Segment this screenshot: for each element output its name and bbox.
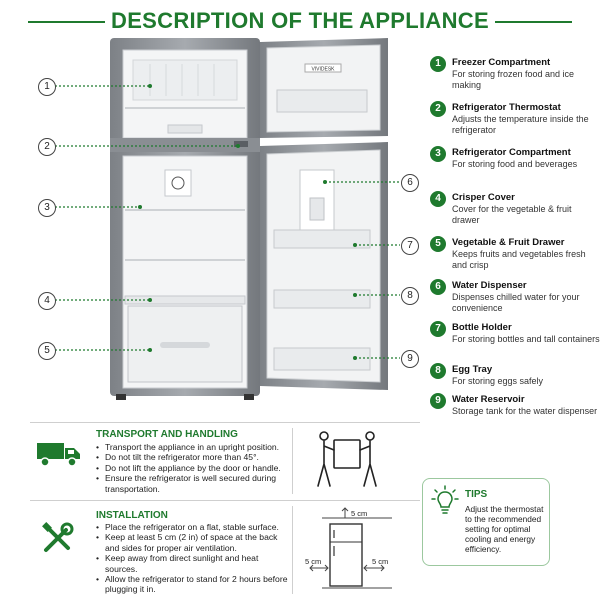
thermostat-dial [171,176,185,190]
installation-bullets: Place the refrigerator on a flat, stable… [96,522,288,595]
installation-bullet: Allow the refrigerator to stand for 2 ho… [96,574,288,595]
legend-number: 9 [430,393,446,409]
installation-bullet: Place the refrigerator on a flat, stable… [96,522,288,533]
clearance-left-label: 5 cm [305,557,322,566]
title-bar: DESCRIPTION OF THE APPLIANCE [0,8,600,34]
legend-title: Bottle Holder [452,322,512,333]
legend-description: For storing eggs safely [452,376,544,386]
transport-bullets: Transport the appliance in an upright po… [96,442,286,494]
callout-7: 7 [401,237,419,255]
refrigerator-illustration: VIVIDESK [55,38,400,400]
installation-section-title: INSTALLATION [96,510,168,521]
compartment-separator [110,138,260,152]
legend-description: Keeps fruits and vegetables fresh and cr… [452,249,586,270]
refrigerator-door-liner [266,149,381,383]
installation-vertical-divider [292,506,293,594]
legend-description: Cover for the vegetable & fruit drawer [452,204,572,225]
tools-icon [42,522,74,552]
transport-section-title: TRANSPORT AND HANDLING [96,429,238,440]
transport-bullet: Ensure the refrigerator is well secured … [96,473,286,494]
installation-bullet: Keep away from direct sunlight and heat … [96,553,288,574]
callout-8: 8 [401,287,419,305]
legend-title: Freezer Compartment [452,57,551,68]
transport-bullet: Transport the appliance in an upright po… [96,442,286,453]
legend-description: Dispenses chilled water for your conveni… [452,292,580,313]
bottle-holder-shelf [273,229,371,249]
freezer-door-shelf [276,89,368,113]
tips-text: Adjust the thermostat to the recommended… [465,504,544,554]
legend-number: 6 [430,279,446,295]
title-rule-right [482,21,572,23]
legend-description: For storing bottles and tall containers [452,334,600,344]
legend-title: Water Dispenser [452,280,527,291]
callout-6: 6 [401,174,419,192]
legend-title: Water Reservoir [452,394,525,405]
people-carrying-icon [317,431,377,487]
section-divider-top [30,422,420,423]
callout-3: 3 [38,199,56,217]
thermostat-panel [164,169,192,197]
lightbulb-icon [431,485,459,514]
transport-bullet: Do not tilt the refrigerator more than 4… [96,452,286,463]
legend-description: Storage tank for the water dispenser [452,406,598,416]
legend-description: For storing food and beverages [452,159,578,169]
transport-vertical-divider [292,428,293,494]
legend-number: 8 [430,363,446,379]
callout-4: 4 [38,292,56,310]
legend-number: 4 [430,191,446,207]
front-foot-right [244,394,254,400]
legend-title: Refrigerator Compartment [452,147,571,158]
callout-leaders [55,84,400,360]
thermostat-knob [234,141,248,147]
legend-title: Refrigerator Thermostat [452,102,561,113]
truck-icon [37,443,80,467]
section-divider-middle [30,500,420,501]
legend-number: 5 [430,236,446,252]
legend-description: Adjusts the temperature inside the refri… [452,114,589,135]
ice-tray [132,59,238,101]
tips-box: TIPS Adjust the thermostat to the recomm… [422,478,550,566]
front-foot-left [116,394,126,400]
brand-label [304,63,342,73]
brand-label-text: VIVIDESK [311,67,335,73]
page-title-text: DESCRIPTION OF THE APPLIANCE [105,8,495,33]
clearance-diagram [309,507,392,589]
title-rule-left [28,21,118,23]
transport-bullet: Do not lift the appliance by the door or… [96,463,286,474]
callout-1: 1 [38,78,56,96]
legend-title: Crisper Cover [452,192,515,203]
freezer-door-liner [266,44,381,133]
clearance-right-label: 5 cm [372,557,389,566]
tips-title: TIPS [465,489,488,500]
page-title: DESCRIPTION OF THE APPLIANCE [0,8,600,34]
ice-tray-dividers [149,64,215,96]
legend-number: 3 [430,146,446,162]
ice-cube-tray [167,124,203,134]
installation-bullet: Keep at least 5 cm (2 in) of space at th… [96,532,288,553]
legend-description: For storing frozen food and ice making [452,69,575,90]
callout-5: 5 [38,342,56,360]
legend-number: 2 [430,101,446,117]
callout-2: 2 [38,138,56,156]
drawer-handle [160,342,210,348]
water-reservoir [273,347,371,371]
legend-title: Egg Tray [452,364,493,375]
egg-tray-shelf [273,289,371,309]
clearance-top-label: 5 cm [351,509,368,518]
legend-number: 7 [430,321,446,337]
legend-number: 1 [430,56,446,72]
callout-9: 9 [401,350,419,368]
clearance-fridge-outline [329,523,363,587]
water-dispenser-tap [309,197,325,221]
legend-title: Vegetable & Fruit Drawer [452,237,565,248]
